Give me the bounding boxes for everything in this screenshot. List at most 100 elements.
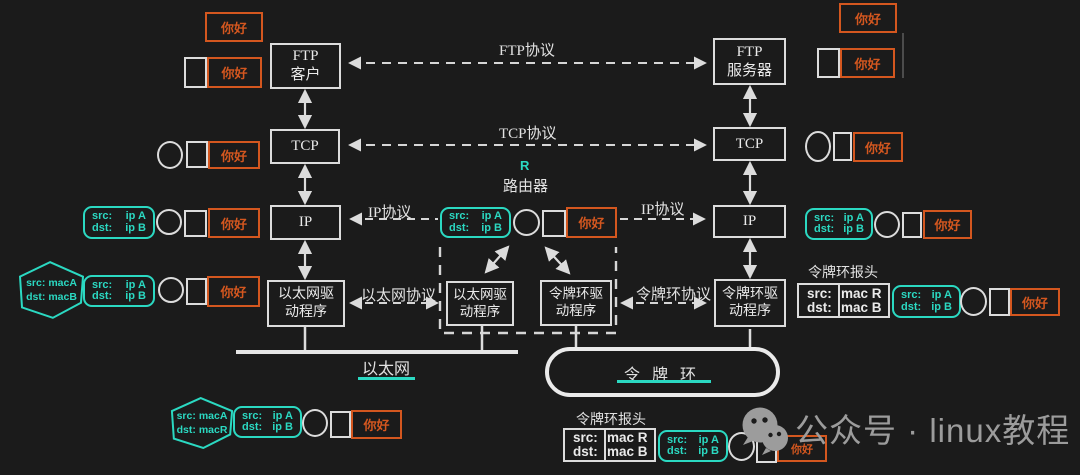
token-ring-underline	[617, 380, 711, 383]
ip-header-tag: src:ip A dst:ip B	[83, 206, 155, 239]
box-label-line: 动程序	[285, 304, 327, 320]
box-label-line: 以太网驱	[453, 286, 507, 302]
field-value: ip A	[272, 409, 293, 422]
mac-header-box: src:mac R dst:mac B	[797, 283, 890, 318]
header-square	[184, 57, 207, 88]
message-box: 你好	[1010, 288, 1060, 316]
field-label: dst:	[242, 421, 263, 434]
header-square	[817, 48, 840, 78]
field-value: macA	[48, 276, 77, 289]
tokenring-driver-box-router: 令牌环驱 动程序	[540, 280, 612, 326]
ip-header-tag: src:ip A dst:ip B	[658, 430, 728, 462]
field-label: dst:	[901, 301, 922, 313]
ethernet-underline	[358, 377, 415, 380]
message-box: 你好	[208, 208, 260, 238]
ip-box-left: IP	[270, 205, 341, 240]
field-label: src:	[92, 210, 113, 222]
header-circle	[513, 209, 540, 236]
ethernet-driver-box-router: 以太网驱 动程序	[446, 281, 514, 326]
field-label: dst:	[667, 445, 688, 458]
arrow-packet-ethdriver	[484, 245, 510, 274]
ftp-protocol-label: FTP协议	[499, 43, 555, 59]
field-label: src:	[176, 409, 196, 422]
ip-protocol-label-right: IP协议	[641, 202, 685, 218]
token-ring-label: 令 牌 环	[623, 367, 700, 384]
router-dashed-box	[438, 247, 618, 335]
box-label-line: IP	[298, 214, 313, 231]
tokenring-driver-box-right: 令牌环驱 动程序	[714, 279, 786, 327]
ethernet-protocol-label: 以太网协议	[361, 288, 437, 304]
box-label-line: 令牌环驱	[722, 286, 778, 302]
field-label: src:	[449, 210, 470, 223]
box-label-line: 服务器	[726, 62, 772, 79]
header-square	[186, 141, 208, 168]
message-box: 你好	[207, 57, 262, 88]
message-box: 你好	[351, 410, 402, 439]
header-circle	[728, 432, 755, 461]
field-value: ip B	[931, 301, 952, 313]
field-label: src:	[901, 289, 922, 301]
header-circle	[156, 209, 182, 235]
ethernet-driver-box-left: 以太网驱 动程序	[267, 280, 345, 327]
message-box: 你好	[840, 48, 895, 78]
ftp-client-box: FTP 客户	[270, 43, 341, 89]
field-label: src:	[573, 430, 598, 446]
field-label: src:	[807, 285, 832, 301]
divider	[838, 285, 840, 316]
field-value: ip B	[125, 222, 146, 234]
tcp-box-right: TCP	[713, 127, 786, 161]
message-box: 你好	[853, 132, 903, 162]
box-label-line: IP	[742, 213, 757, 230]
box-label-line: 动程序	[459, 303, 501, 319]
mac-header-hexagon: src:macA dst:macB	[18, 261, 85, 319]
field-value: macB	[48, 291, 77, 303]
field-label: dst:	[92, 222, 113, 234]
router-r-label: R	[520, 158, 530, 173]
mac-header-box: src:mac R dst:mac B	[563, 428, 656, 462]
field-value: ip A	[931, 289, 952, 301]
box-label-line: FTP	[292, 48, 319, 65]
ip-header-tag: src:ip A dst:ip B	[233, 406, 302, 438]
header-circle	[805, 131, 831, 162]
box-label-line: 动程序	[555, 303, 597, 318]
field-value: ip A	[698, 433, 719, 446]
hexagon-outline	[18, 261, 85, 319]
field-value: ip B	[125, 290, 146, 303]
field-label: dst:	[573, 444, 598, 460]
box-label-line: 客户	[290, 67, 321, 83]
box-label-line: 动程序	[729, 304, 771, 319]
ftp-server-box: FTP 服务器	[713, 38, 786, 85]
field-label: src:	[92, 278, 113, 291]
field-label: dst:	[176, 424, 196, 436]
token-header-label-bottom: 令牌环报头	[576, 413, 646, 428]
header-square	[186, 278, 207, 305]
header-square	[542, 210, 566, 237]
wechat-icon	[742, 407, 788, 455]
header-circle	[302, 409, 328, 437]
box-label-line: FTP	[736, 43, 763, 60]
message-box: 你好	[839, 3, 897, 33]
header-square	[833, 132, 852, 161]
header-circle	[158, 277, 184, 303]
hexagon-outline	[170, 397, 234, 449]
field-value: macR	[198, 424, 228, 436]
field-value: ip A	[125, 278, 146, 291]
header-circle	[157, 141, 183, 169]
mac-header-hexagon: src:macA dst:macR	[170, 397, 234, 449]
field-value: ip B	[481, 221, 502, 234]
divider	[604, 430, 606, 460]
field-label: dst:	[92, 290, 113, 303]
box-label-line: TCP	[291, 138, 319, 155]
message-box: 你好	[207, 276, 260, 307]
tcp-protocol-label: TCP协议	[499, 126, 557, 142]
token-ring-shape	[545, 347, 780, 397]
header-square	[184, 210, 207, 237]
header-circle	[960, 287, 987, 316]
header-square	[989, 288, 1010, 316]
field-value: mac R	[841, 285, 882, 301]
ip-header-tag: src: ip A dst: ip B	[892, 285, 961, 318]
router-label: 路由器	[503, 179, 549, 195]
message-box: 你好	[566, 207, 617, 238]
